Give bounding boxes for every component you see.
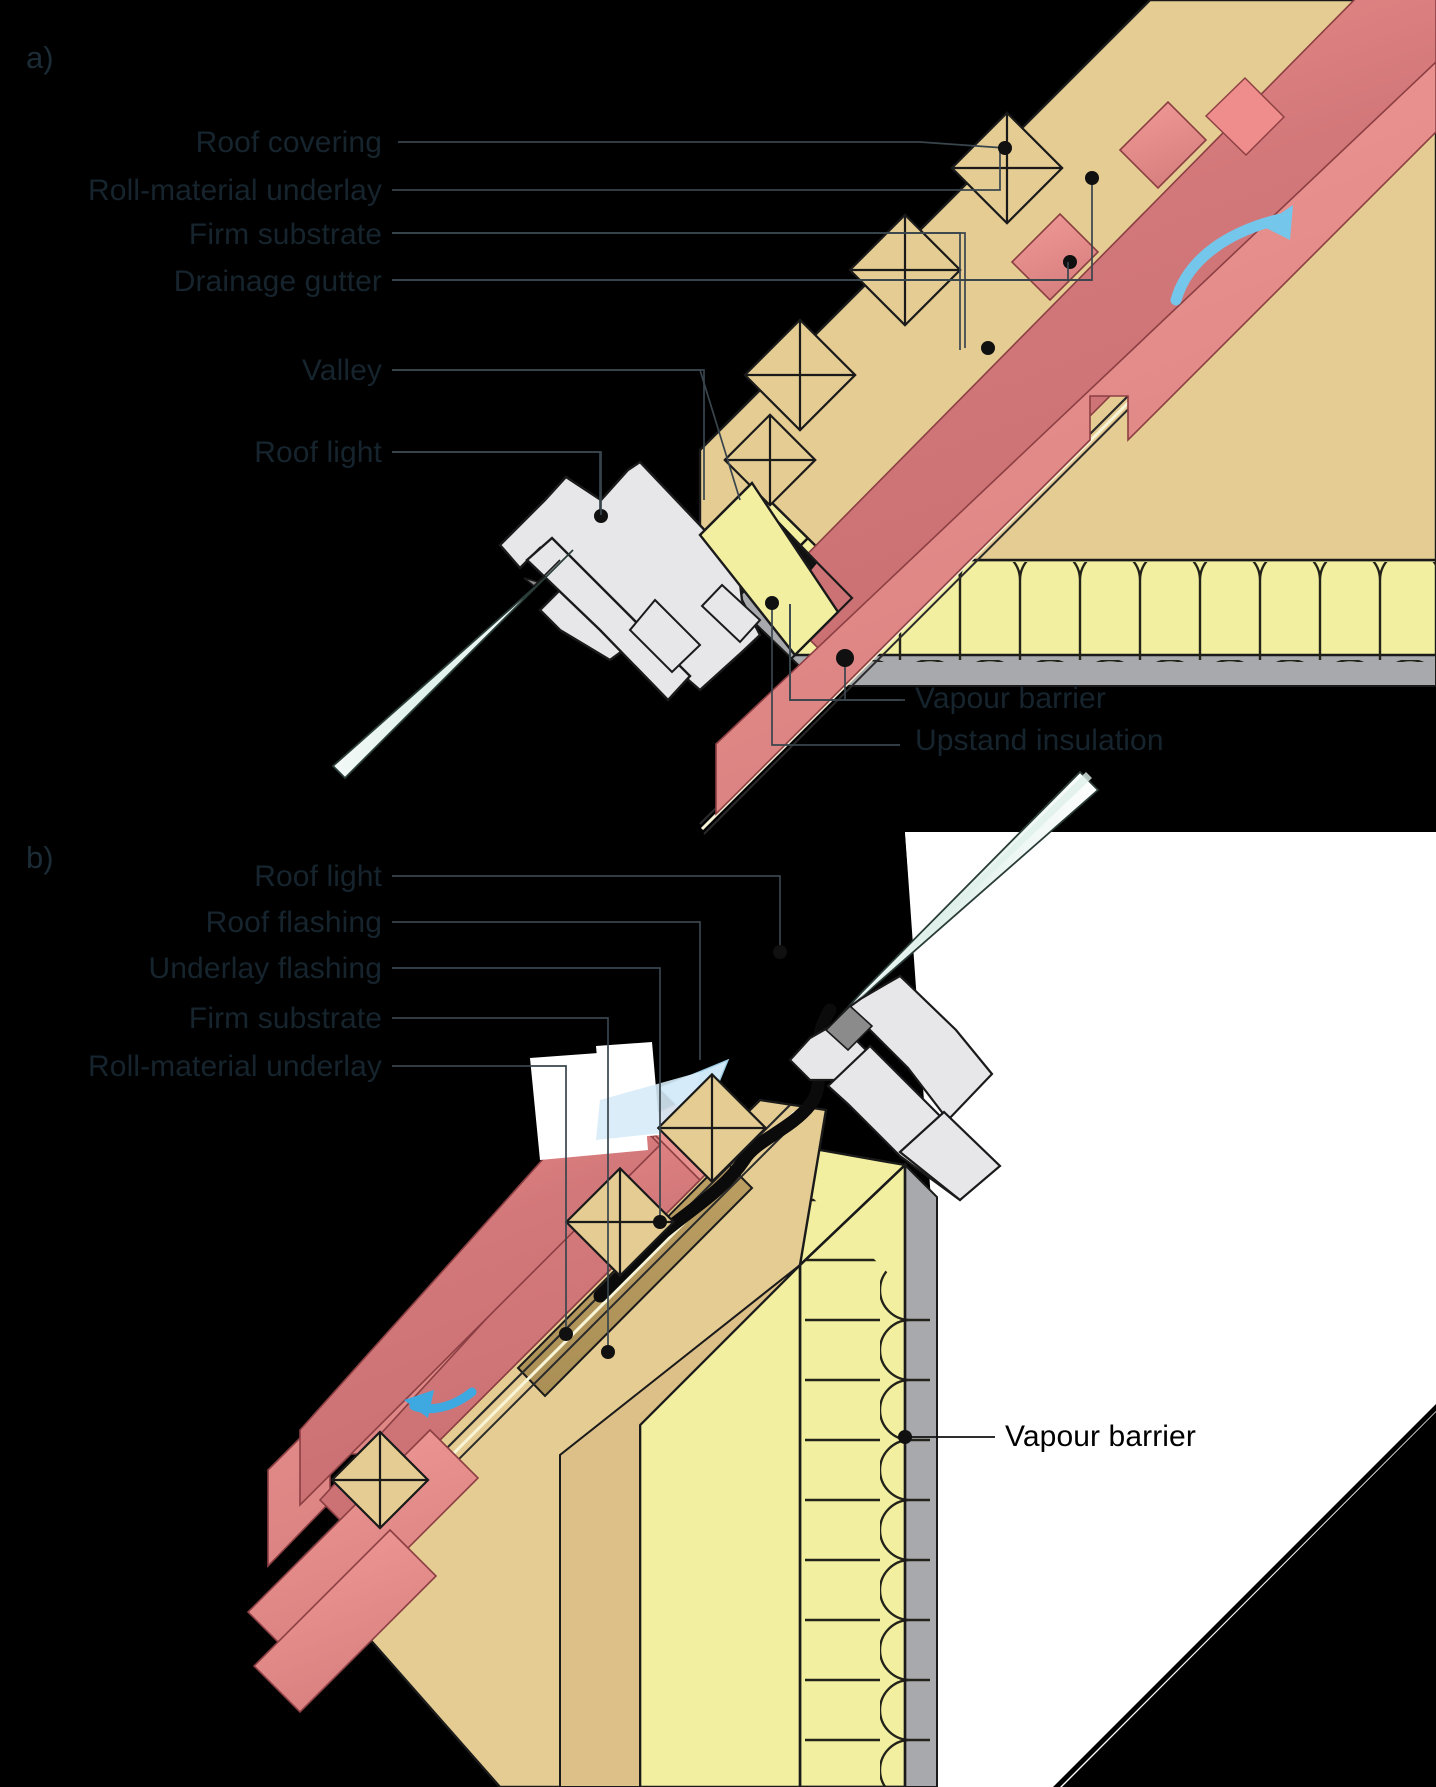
leader-lines-a-2	[392, 232, 1069, 515]
panel-a-tag: a)	[26, 40, 54, 75]
leader-lines-b	[392, 875, 781, 1352]
label-b-underlay-flashing: Underlay flashing	[148, 952, 382, 985]
panel-a-detail	[331, 0, 1436, 835]
glass-pane-a	[331, 549, 574, 780]
leader-dot-vapour-barrier-b	[898, 1430, 912, 1444]
panel-b-tag: b)	[26, 840, 54, 875]
roof-light-b	[788, 770, 1100, 1202]
label-b-firm-substrate: Firm substrate	[188, 1002, 382, 1035]
label-a-roof-covering: Roof covering	[195, 126, 382, 159]
upstand-insulation-a	[698, 481, 854, 661]
label-b-roof-flashing: Roof flashing	[205, 906, 382, 939]
airflow-arrow-a	[1170, 205, 1293, 306]
roof-tile-notches-a	[1204, 77, 1285, 156]
label-b-vapour-barrier: Vapour barrier	[1005, 1420, 1196, 1453]
label-a-upstand-insulation: Upstand insulation	[915, 724, 1164, 757]
panel-b-detail	[246, 770, 1100, 1787]
firm-substrate-b	[516, 1158, 754, 1398]
label-a-valley: Valley	[301, 354, 382, 387]
label-b-roll-material-underlay: Roll-material underlay	[88, 1050, 382, 1083]
leader-dots-a	[594, 141, 1099, 667]
roof-light-a	[331, 460, 818, 780]
label-a-roll-material-underlay: Roll-material underlay	[88, 174, 382, 207]
label-b-roof-light: Roof light	[254, 860, 382, 893]
counter-battens-b	[330, 1072, 768, 1530]
label-a-firm-substrate: Firm substrate	[188, 218, 382, 251]
leader-dots-b	[559, 945, 787, 1359]
label-a-drainage-gutter: Drainage gutter	[173, 265, 382, 298]
label-a-vapour-barrier: Vapour barrier	[915, 682, 1106, 715]
counter-battens-a	[723, 111, 1064, 507]
panel-b-black-corner	[1062, 1412, 1436, 1787]
label-a-roof-light: Roof light	[254, 436, 382, 469]
airflow-arrow-b	[404, 1387, 477, 1418]
